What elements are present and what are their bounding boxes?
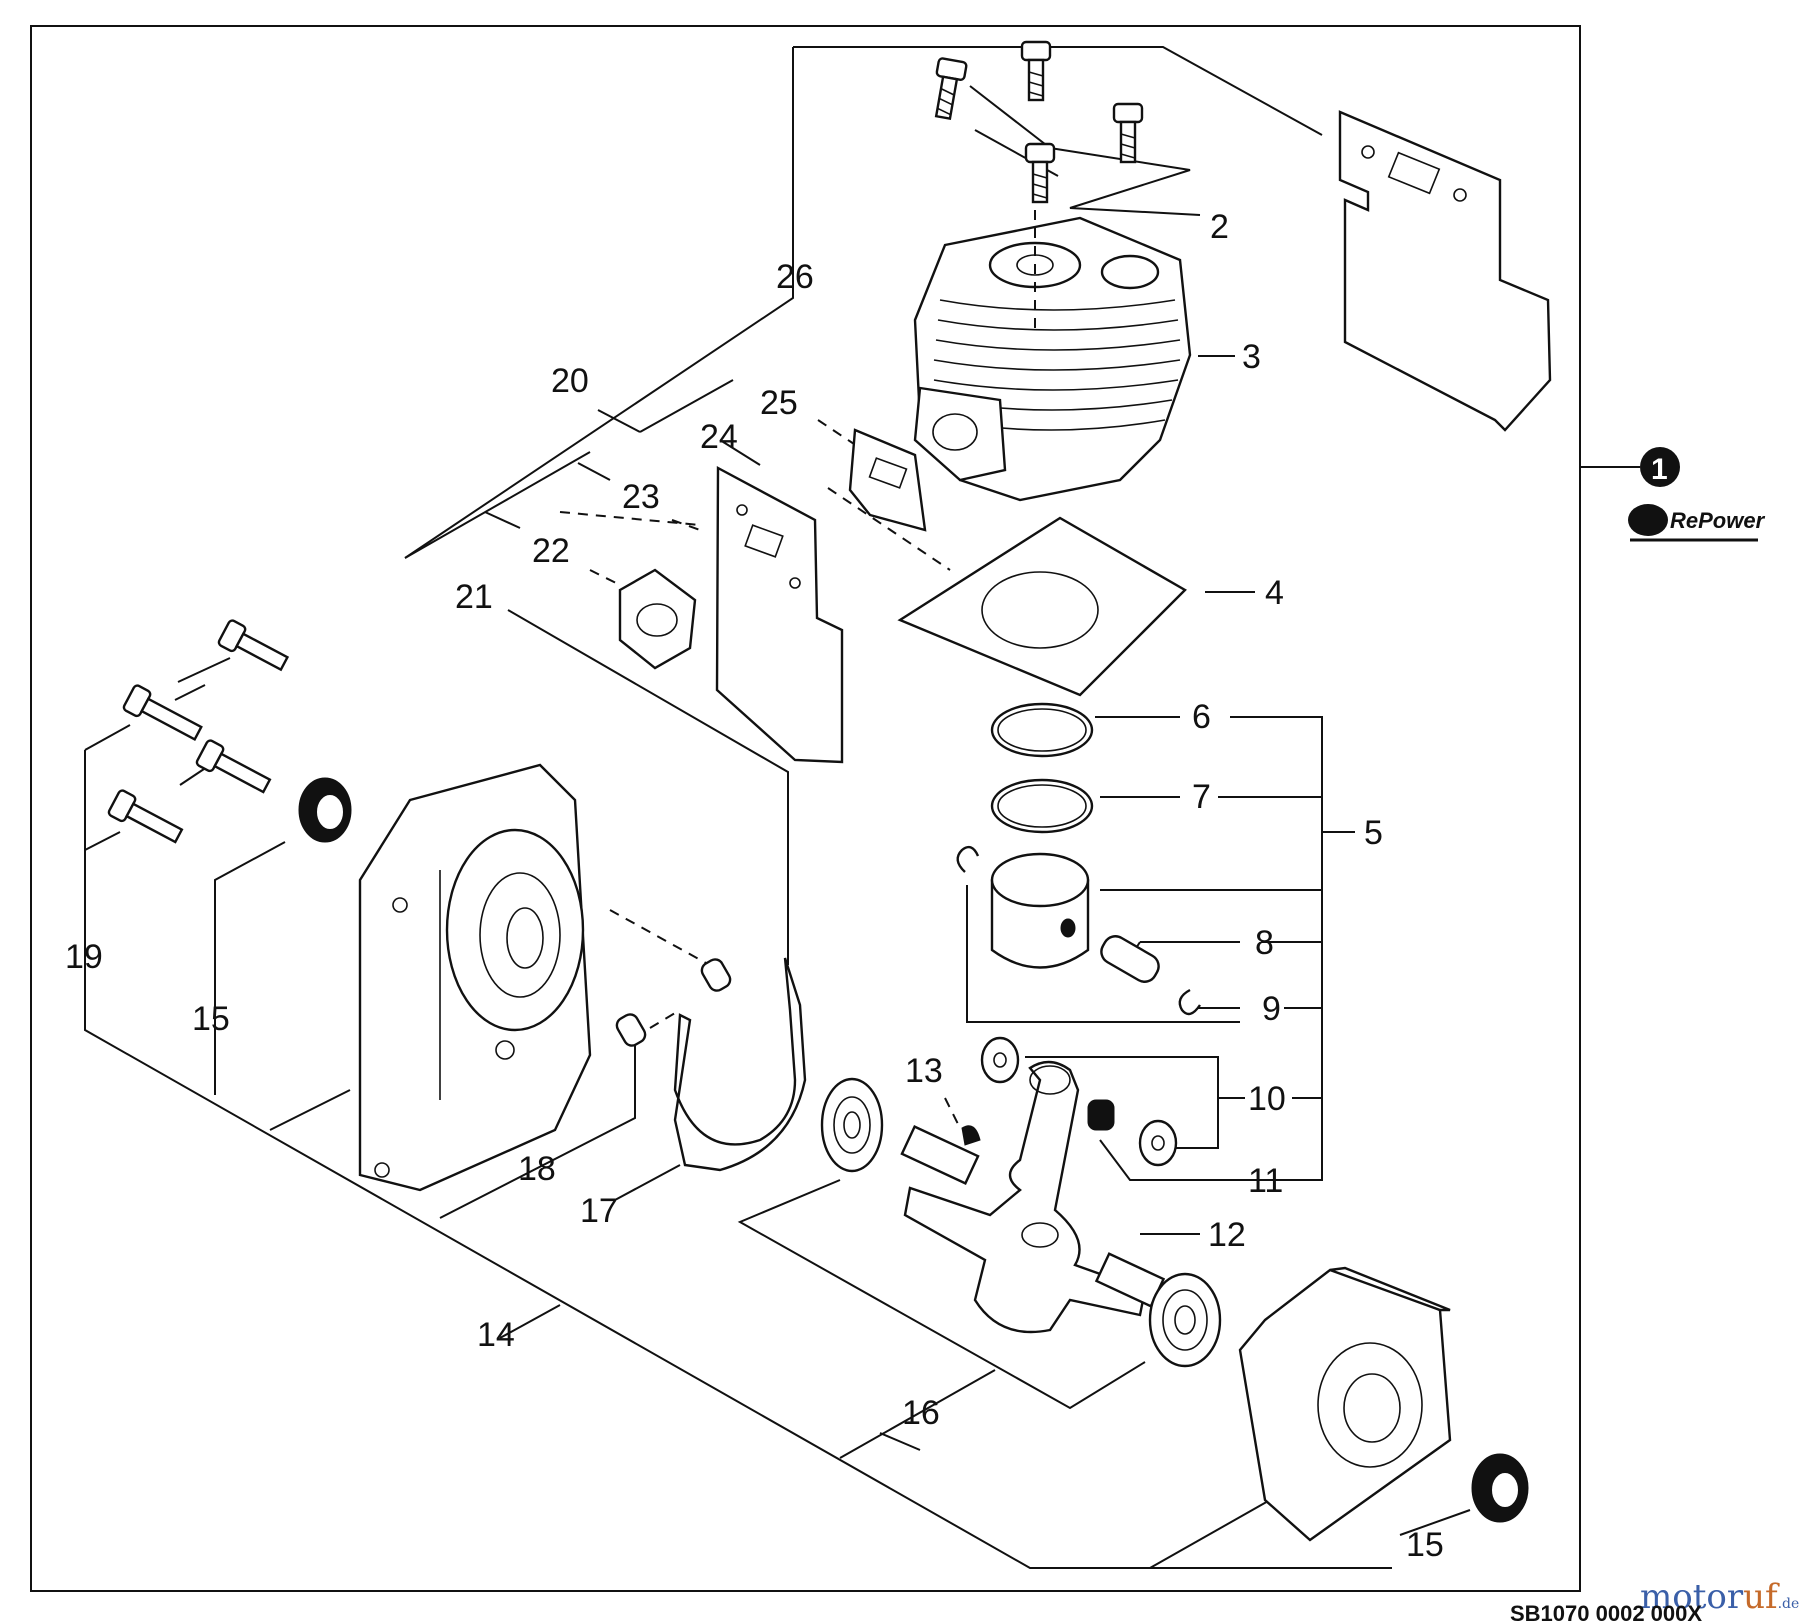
callout-22: 22 [532, 532, 570, 570]
gasket-24 [715, 465, 844, 764]
woodruff-key [961, 1125, 981, 1146]
callout-26: 26 [776, 258, 814, 296]
callout-19: 19 [65, 938, 103, 976]
callout-14: 14 [477, 1316, 515, 1354]
piston-clip-right [1178, 988, 1201, 1016]
gasket-22 [618, 568, 697, 670]
piston-pin [1100, 935, 1160, 983]
repower-logo: RePower [1628, 504, 1766, 542]
base-gasket [897, 516, 1187, 697]
svg-text:RePower: RePower [1670, 508, 1766, 533]
callout-25: 25 [760, 384, 798, 422]
callout-21: 21 [455, 578, 493, 616]
callout-1: 1 [1651, 453, 1668, 486]
callout-23: 23 [622, 478, 660, 516]
watermark: motoruf.de [1640, 1577, 1799, 1617]
dowel-pin-a [700, 958, 732, 992]
svg-text:motoruf.de: motoruf.de [1640, 1577, 1799, 1617]
figure-code: SB1070 0002 000X [1510, 1601, 1702, 1623]
gasket-25 [848, 428, 927, 532]
callout-10: 10 [1248, 1080, 1286, 1118]
callout-7: 7 [1192, 778, 1211, 816]
diagram-frame [30, 25, 1581, 1592]
crankcase-left [358, 763, 592, 1192]
callout-6: 6 [1192, 698, 1211, 736]
crankcase-right [1238, 1266, 1452, 1542]
oil-seal-right [1471, 1453, 1529, 1523]
callout-2: 2 [1210, 208, 1229, 246]
leader-lines [84, 46, 1640, 1569]
needle-bearing [1087, 1099, 1115, 1131]
piston [990, 852, 1090, 969]
callout-12: 12 [1208, 1216, 1246, 1254]
callout-labels: 1 2 3 4 5 6 7 8 9 10 11 12 13 14 15 15 1… [65, 208, 1668, 1564]
callout-24: 24 [700, 418, 738, 456]
callout-8: 8 [1255, 924, 1274, 962]
bolt-set-19 [107, 619, 290, 844]
ball-bearing-left [820, 1077, 884, 1173]
washer-10b [1138, 1119, 1178, 1167]
bolt-set-top [934, 40, 1144, 204]
callout-17: 17 [580, 1192, 618, 1230]
callout-13: 13 [905, 1052, 943, 1090]
piston-clip-left [956, 845, 980, 873]
dowel-pin-b [615, 1013, 647, 1047]
callout-18: 18 [518, 1150, 556, 1188]
ball-bearing-right [1148, 1272, 1222, 1368]
callout-20: 20 [551, 362, 589, 400]
callout-11: 11 [1248, 1162, 1283, 1200]
callout-15-left: 15 [192, 1000, 230, 1038]
crankcase-gasket [673, 957, 807, 1172]
callout-16: 16 [902, 1394, 940, 1432]
crankshaft [900, 1060, 1166, 1334]
cylinder [913, 210, 1192, 502]
piston-rings [990, 702, 1094, 834]
heat-shield [1338, 110, 1552, 432]
callout-5: 5 [1364, 814, 1383, 852]
callout-4: 4 [1265, 574, 1284, 612]
washer-10a [980, 1036, 1020, 1084]
callout-3: 3 [1242, 338, 1261, 376]
callout-1-badge [1640, 447, 1680, 487]
oil-seal-left [298, 777, 352, 843]
callout-15-right: 15 [1406, 1526, 1444, 1564]
callout-9: 9 [1262, 990, 1281, 1028]
